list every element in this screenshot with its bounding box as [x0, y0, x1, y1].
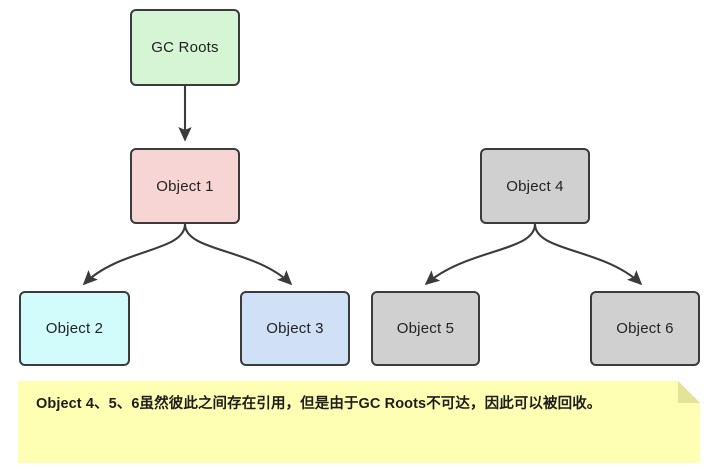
node-object-6[interactable]: Object 6: [590, 291, 700, 366]
node-object-1-label: Object 1: [156, 177, 214, 195]
node-object-6-label: Object 6: [616, 320, 674, 337]
node-object-1[interactable]: Object 1: [130, 148, 240, 224]
edge-object4-object6: [533, 223, 643, 286]
node-object-4[interactable]: Object 4: [480, 148, 590, 224]
note-folded-corner-icon: [678, 381, 700, 403]
node-object-4-label: Object 4: [506, 177, 564, 195]
annotation-note-text: Object 4、5、6虽然彼此之间存在引用，但是由于GC Roots不可达，因…: [36, 396, 602, 412]
edge-object4-object5: [424, 223, 537, 286]
edge-object1-object2: [82, 223, 187, 286]
annotation-note: Object 4、5、6虽然彼此之间存在引用，但是由于GC Roots不可达，因…: [18, 381, 700, 463]
node-object-5[interactable]: Object 5: [371, 291, 480, 366]
node-object-3-label: Object 3: [266, 320, 324, 337]
node-gc-roots[interactable]: GC Roots: [130, 9, 240, 86]
node-gc-roots-label: GC Roots: [151, 39, 219, 56]
edge-object1-object3: [183, 223, 293, 286]
node-object-5-label: Object 5: [396, 320, 455, 337]
node-object-2-label: Object 2: [45, 320, 104, 337]
node-object-2[interactable]: Object 2: [19, 291, 130, 366]
node-object-3[interactable]: Object 3: [240, 291, 350, 366]
